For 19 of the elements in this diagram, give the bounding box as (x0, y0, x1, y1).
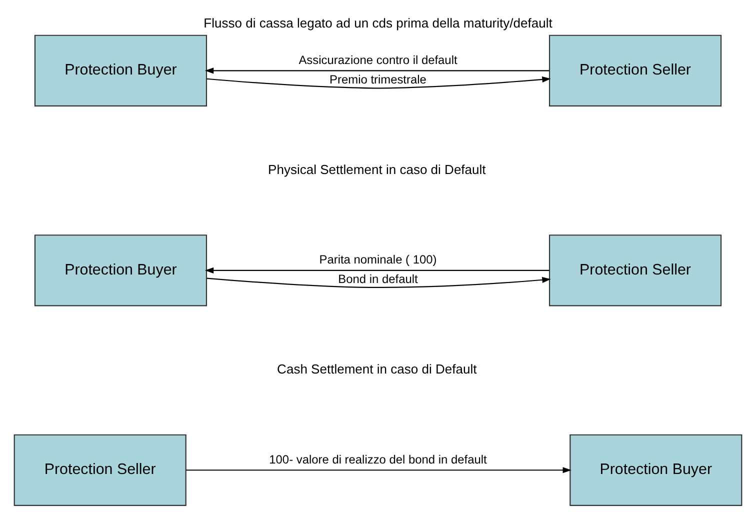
node-box: Protection Buyer (570, 434, 742, 506)
node-box: Protection Seller (548, 34, 722, 106)
arrow (204, 68, 550, 74)
node-box: Protection Seller (14, 434, 186, 506)
edge-label: Bond in default (338, 272, 418, 286)
diagram-title: Flusso di cassa legato ad un cds prima della maturity/default (204, 15, 552, 30)
edge-label: Premio trimestrale (330, 72, 426, 86)
node-box: Protection Seller (548, 234, 722, 306)
label: Physical Settlement in caso di Default (268, 162, 486, 177)
arrow (204, 267, 550, 274)
edge-label: Assicurazione contro il default (298, 52, 458, 67)
edge-label: Parita nominale ( 100) (319, 252, 437, 267)
arrow (206, 276, 551, 288)
edge-label: 100- valore di realizzo del bond in default (269, 452, 487, 466)
node-box: Protection Buyer (34, 234, 208, 306)
label: Cash Settlement in caso di Default (277, 362, 477, 377)
arrow (186, 467, 572, 474)
arrow (206, 76, 551, 89)
node-box: Protection Buyer (34, 34, 208, 106)
